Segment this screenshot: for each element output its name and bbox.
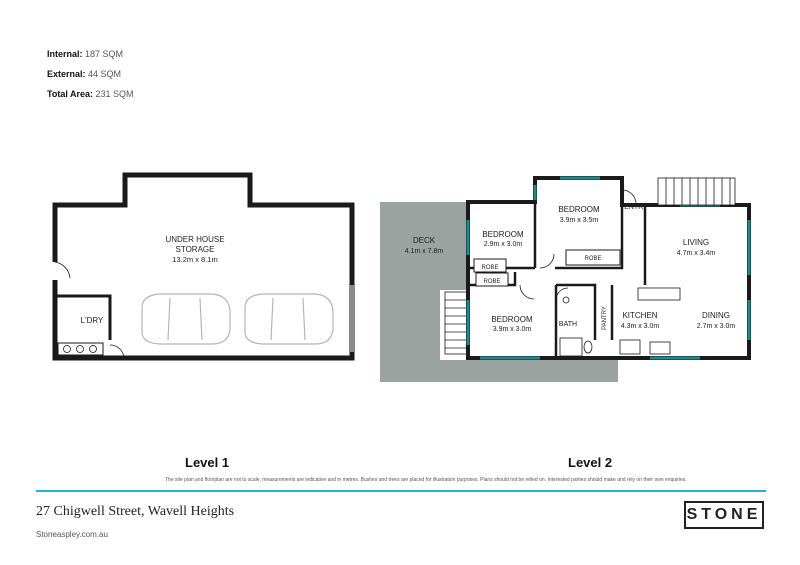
level-1-title: Level 1	[185, 455, 230, 470]
robe-label-2: ROBE	[483, 279, 500, 285]
stone-logo: STONE	[684, 501, 764, 529]
level2-plan: DECK 4.1m x 7.8m BEDROOM 2.9m x 3.0m BED…	[380, 176, 751, 382]
entry-label: ENTRY	[624, 204, 648, 211]
robe-box-2	[475, 272, 509, 287]
pantry-label: PANTRY	[602, 306, 608, 330]
washer-icon	[76, 345, 84, 353]
living-dimensions: 4.7m x 3.4m	[677, 250, 716, 257]
laundry-tub-icon	[63, 345, 71, 353]
sink-icon	[649, 341, 671, 355]
deck-dimensions: 4.1m x 7.8m	[405, 248, 444, 255]
external-area: External: 44 SQM	[47, 69, 122, 79]
bedroom-1-label: BEDROOM	[482, 230, 524, 239]
footer-rule	[36, 490, 766, 492]
laundry-wall	[55, 294, 112, 340]
kitchen-dimensions: 4.3m x 3.0m	[621, 323, 660, 330]
bedroom-2-dimensions: 3.9m x 3.5m	[560, 217, 599, 224]
kitchen-island	[637, 287, 681, 301]
bedroom-2-label: BEDROOM	[558, 205, 600, 214]
shower-icon	[559, 337, 583, 357]
bath-label: BATH	[559, 321, 577, 328]
laundry-label: L'DRY	[81, 316, 104, 325]
toilet-icon	[583, 340, 593, 354]
bedroom-3-dimensions: 3.9m x 3.0m	[493, 326, 532, 333]
kitchen-label: KITCHEN	[622, 311, 657, 320]
laundry-door-swing	[109, 344, 125, 359]
robe-box-1	[473, 258, 507, 273]
property-address: 27 Chigwell Street, Wavell Heights	[36, 504, 235, 519]
level2-interior-walls	[468, 178, 647, 358]
level2-windows	[466, 176, 751, 360]
bedroom-1-dimensions: 2.9m x 3.0m	[484, 241, 523, 248]
deck-stairs	[444, 291, 468, 355]
storage-label-2: STORAGE	[176, 245, 215, 254]
bedroom-3-label: BEDROOM	[491, 315, 533, 324]
robe-label-3: ROBE	[584, 256, 601, 262]
area-summary: Internal: 187 SQM External: 44 SQM Total…	[47, 44, 134, 104]
robe-box-3	[565, 249, 621, 266]
total-area: Total Area: 231 SQM	[47, 89, 134, 99]
living-label: LIVING	[683, 238, 709, 247]
deck-area	[380, 202, 618, 382]
internal-area: Internal: 187 SQM	[47, 49, 124, 59]
storage-label: UNDER HOUSE	[165, 235, 224, 244]
level1-door-swing	[54, 261, 71, 279]
car-icon	[141, 293, 231, 345]
entry-stairs	[657, 177, 736, 206]
deck-label: DECK	[413, 236, 436, 245]
website-link[interactable]: Stoneaspley.com.au	[36, 530, 108, 539]
level1-plan: UNDER HOUSE STORAGE 13.2m x 8.1m L'DRY	[52, 172, 355, 361]
level1-outline	[52, 172, 355, 361]
dining-label: DINING	[702, 311, 730, 320]
storage-dimensions: 13.2m x 8.1m	[172, 255, 217, 264]
robe-label-1: ROBE	[481, 265, 498, 271]
stove-icon	[619, 339, 641, 355]
dining-dimensions: 2.7m x 3.0m	[697, 323, 736, 330]
disclaimer-text: The site plan and floorplan are not to s…	[165, 477, 687, 483]
basin-icon	[562, 296, 570, 304]
car-icon	[244, 293, 334, 345]
dryer-icon	[89, 345, 97, 353]
door-swings	[519, 189, 637, 301]
level-2-title: Level 2	[568, 455, 613, 470]
